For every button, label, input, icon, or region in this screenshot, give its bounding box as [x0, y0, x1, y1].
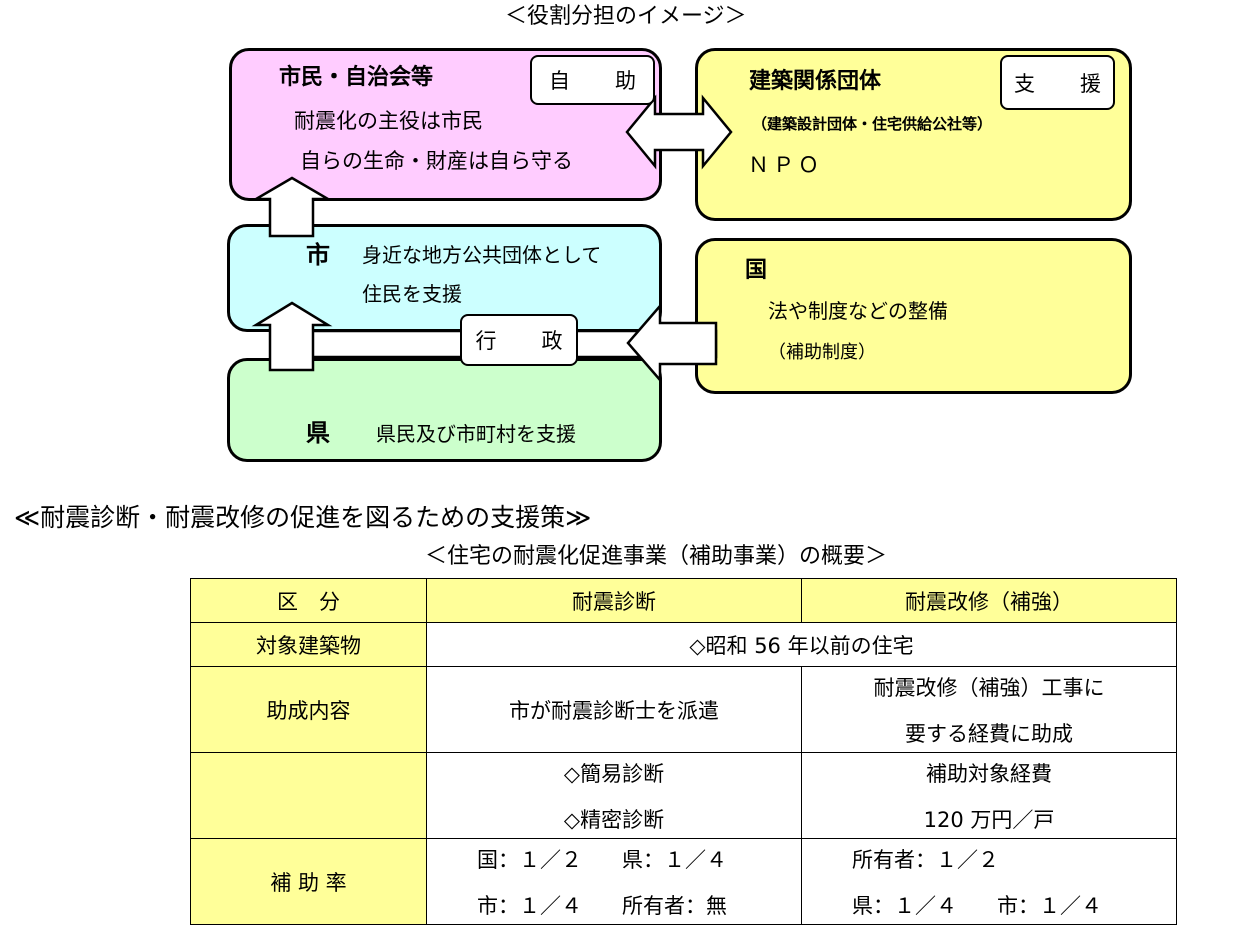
- row-label-types: [190, 752, 427, 839]
- administration-tag: 行 政: [460, 314, 578, 366]
- double-arrow-citizen-industry: [625, 94, 733, 170]
- diagram-title: ＜役割分担のイメージ＞: [505, 4, 747, 29]
- nation-line2: （補助制度）: [768, 342, 876, 363]
- rate-retro-owner: 所有者：１／２: [852, 847, 999, 872]
- up-arrow-city-to-citizen: [251, 176, 333, 238]
- self-help-tag: 自 助: [530, 55, 655, 105]
- prefecture-line1: 県民及び市町村を支援: [376, 422, 576, 446]
- left-arrow-nation: [626, 302, 718, 384]
- nation-box: [695, 238, 1132, 394]
- npo-label: ＮＰＯ: [748, 153, 823, 177]
- table-row: 助成内容 市が耐震診断士を派遣 耐震改修（補強）工事に 要する経費に助成: [190, 666, 1177, 753]
- table-row: 対象建築物 ◇昭和 56 年以前の住宅: [190, 622, 1177, 667]
- content-retrofit-line2: 要する経費に助成: [905, 721, 1073, 746]
- rate-retro-city: 市：１／４: [997, 893, 1102, 918]
- prefecture-box: [227, 358, 662, 462]
- content-retrofit-cell: 耐震改修（補強）工事に 要する経費に助成: [801, 666, 1177, 753]
- citizen-heading: 市民・自治会等: [279, 65, 434, 90]
- row-label-target: 対象建築物: [190, 622, 427, 667]
- industry-heading: 建築関係団体: [749, 69, 882, 94]
- support-tag: 支 援: [1000, 55, 1115, 110]
- table-row: ◇簡易診断 ◇精密診断 補助対象経費 120 万円／戸: [190, 752, 1177, 839]
- rate-diag-owner: 所有者：無: [622, 893, 727, 918]
- citizen-line2: 自らの生命・財産は自ら守る: [300, 149, 573, 173]
- up-arrow-pref-to-city: [251, 301, 333, 372]
- table-row: 補 助 率 国：１／２ 県：１／４ 市：１／４ 所有者：無 所有者：１／２ 県：…: [190, 838, 1177, 925]
- city-line1: 身近な地方公共団体として: [362, 243, 602, 267]
- row-label-content: 助成内容: [190, 666, 427, 753]
- nation-heading: 国: [745, 258, 768, 283]
- content-retrofit-line1: 耐震改修（補強）工事に: [873, 675, 1105, 700]
- target-value: ◇昭和 56 年以前の住宅: [426, 622, 1177, 667]
- table-header-row: 区 分 耐震診断 耐震改修（補強）: [190, 578, 1177, 623]
- header-category: 区 分: [190, 578, 427, 623]
- row-label-rate: 補 助 率: [190, 838, 427, 925]
- citizen-line1: 耐震化の主役は市民: [294, 109, 483, 133]
- types-retrofit-cell: 補助対象経費 120 万円／戸: [801, 752, 1177, 839]
- section-title: ≪耐震診断・耐震改修の促進を図るための支援策≫: [14, 503, 592, 532]
- subsidy-summary-table: 区 分 耐震診断 耐震改修（補強） 対象建築物 ◇昭和 56 年以前の住宅 助成…: [190, 578, 1177, 925]
- types-diagnosis-cell: ◇簡易診断 ◇精密診断: [426, 752, 802, 839]
- types-diagnosis-line1: ◇簡易診断: [563, 761, 665, 786]
- rate-diagnosis-cell: 国：１／２ 県：１／４ 市：１／４ 所有者：無: [426, 838, 802, 925]
- industry-sub: （建築設計団体・住宅供給公社等）: [752, 115, 993, 133]
- header-retrofit: 耐震改修（補強）: [801, 578, 1177, 623]
- rate-diag-pref: 県：１／４: [622, 847, 727, 872]
- table-caption: ＜住宅の耐震化促進事業（補助事業）の概要＞: [425, 544, 888, 569]
- types-retrofit-line2: 120 万円／戸: [923, 807, 1055, 832]
- prefecture-heading: 県: [306, 419, 330, 447]
- types-retrofit-line1: 補助対象経費: [926, 761, 1052, 786]
- city-heading: 市: [306, 241, 330, 269]
- nation-line1: 法や制度などの整備: [768, 299, 948, 323]
- content-diagnosis: 市が耐震診断士を派遣: [426, 666, 802, 753]
- rate-retro-pref: 県：１／４: [852, 893, 957, 918]
- header-diagnosis: 耐震診断: [426, 578, 802, 623]
- rate-retrofit-cell: 所有者：１／２ 県：１／４ 市：１／４: [801, 838, 1177, 925]
- rate-diag-city: 市：１／４: [477, 893, 582, 918]
- city-line2: 住民を支援: [362, 282, 462, 306]
- rate-diag-nation: 国：１／２: [477, 847, 582, 872]
- types-diagnosis-line2: ◇精密診断: [563, 807, 665, 832]
